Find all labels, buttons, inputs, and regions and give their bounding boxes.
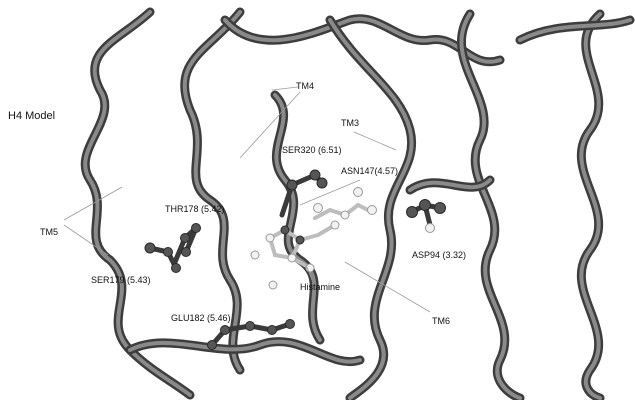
label-tm5: TM5: [40, 227, 58, 237]
label-histamine: Histamine: [300, 282, 340, 292]
label-thr178: THR178 (5.42): [165, 204, 225, 214]
label-tm6: TM6: [432, 316, 450, 326]
label-asn147: ASN147(4.57): [341, 166, 398, 176]
label-ser179: SER179 (5.43): [91, 275, 151, 285]
label-asp94: ASP94 (3.32): [412, 250, 466, 260]
label-glu182: GLU182 (5.46): [171, 313, 231, 323]
label-tm4: TM4: [296, 81, 314, 91]
figure-title: H4 Model: [8, 110, 55, 122]
label-tm3: TM3: [341, 118, 359, 128]
label-ser320: SER320 (6.51): [282, 145, 342, 155]
